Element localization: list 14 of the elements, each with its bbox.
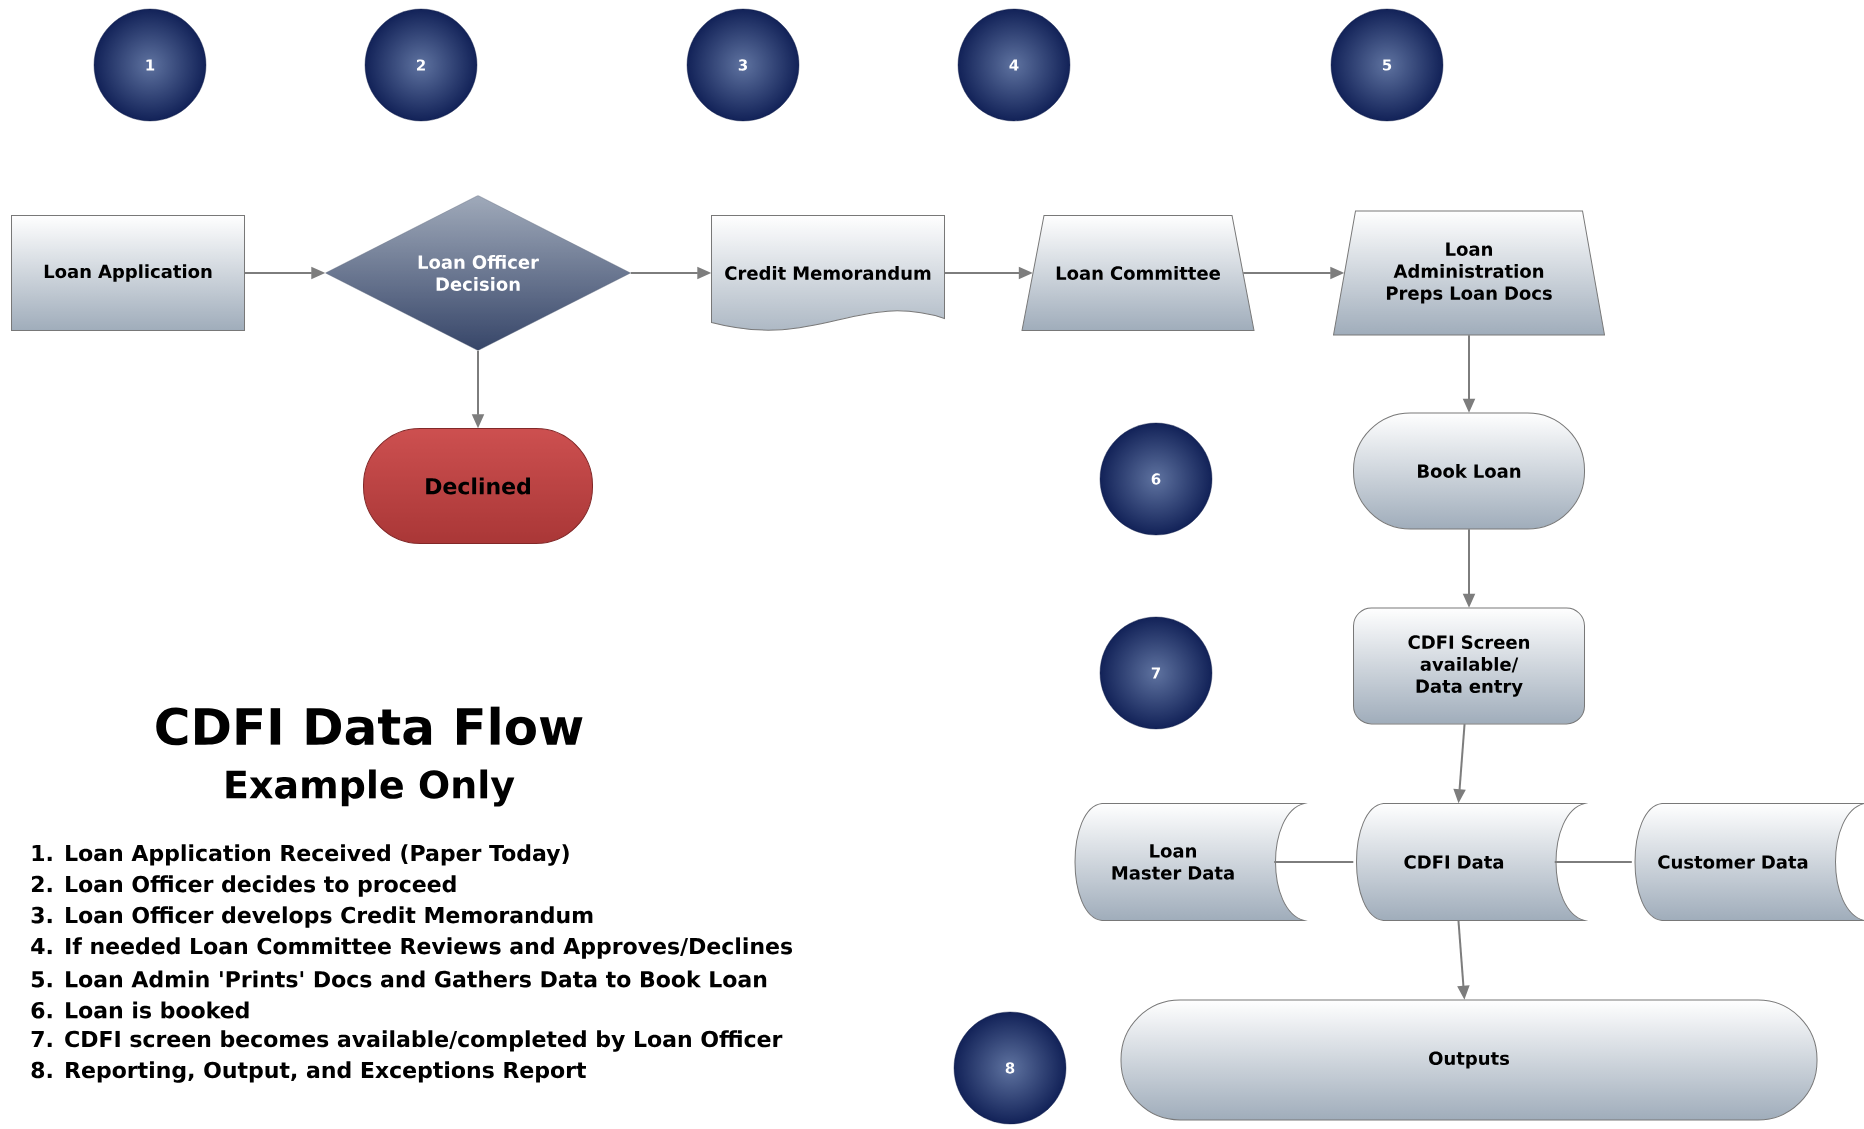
list-item: 6. Loan is booked	[31, 1001, 249, 1019]
list-item: 5. Loan Admin 'Prints' Docs and Gathers Data to Book Loan	[31, 970, 767, 988]
list-item: 1. Loan Application Received (Paper Today)	[32, 844, 569, 866]
list-item: 3. Loan Officer develops Credit Memorandum	[31, 906, 593, 928]
list-item: 8. Reporting, Output, and Exceptions Report	[31, 1061, 586, 1083]
title: CDFI Data Flow	[156, 706, 583, 746]
list-item: 4. If needed Loan Committee Reviews and Approves/Declines	[31, 937, 793, 959]
connector-line	[1273, 861, 1355, 863]
process-box: CDFI Screen available/ Data entry	[1353, 607, 1585, 725]
list-item: 7. CDFI screen becomes available/completed by Loan Officer	[31, 1030, 783, 1052]
list-item: 2. Loan Officer decides to proceed	[31, 875, 456, 897]
connector-line	[1553, 861, 1633, 863]
process-box: Loan Application	[11, 215, 245, 331]
subtitle: Example Only	[226, 769, 515, 807]
